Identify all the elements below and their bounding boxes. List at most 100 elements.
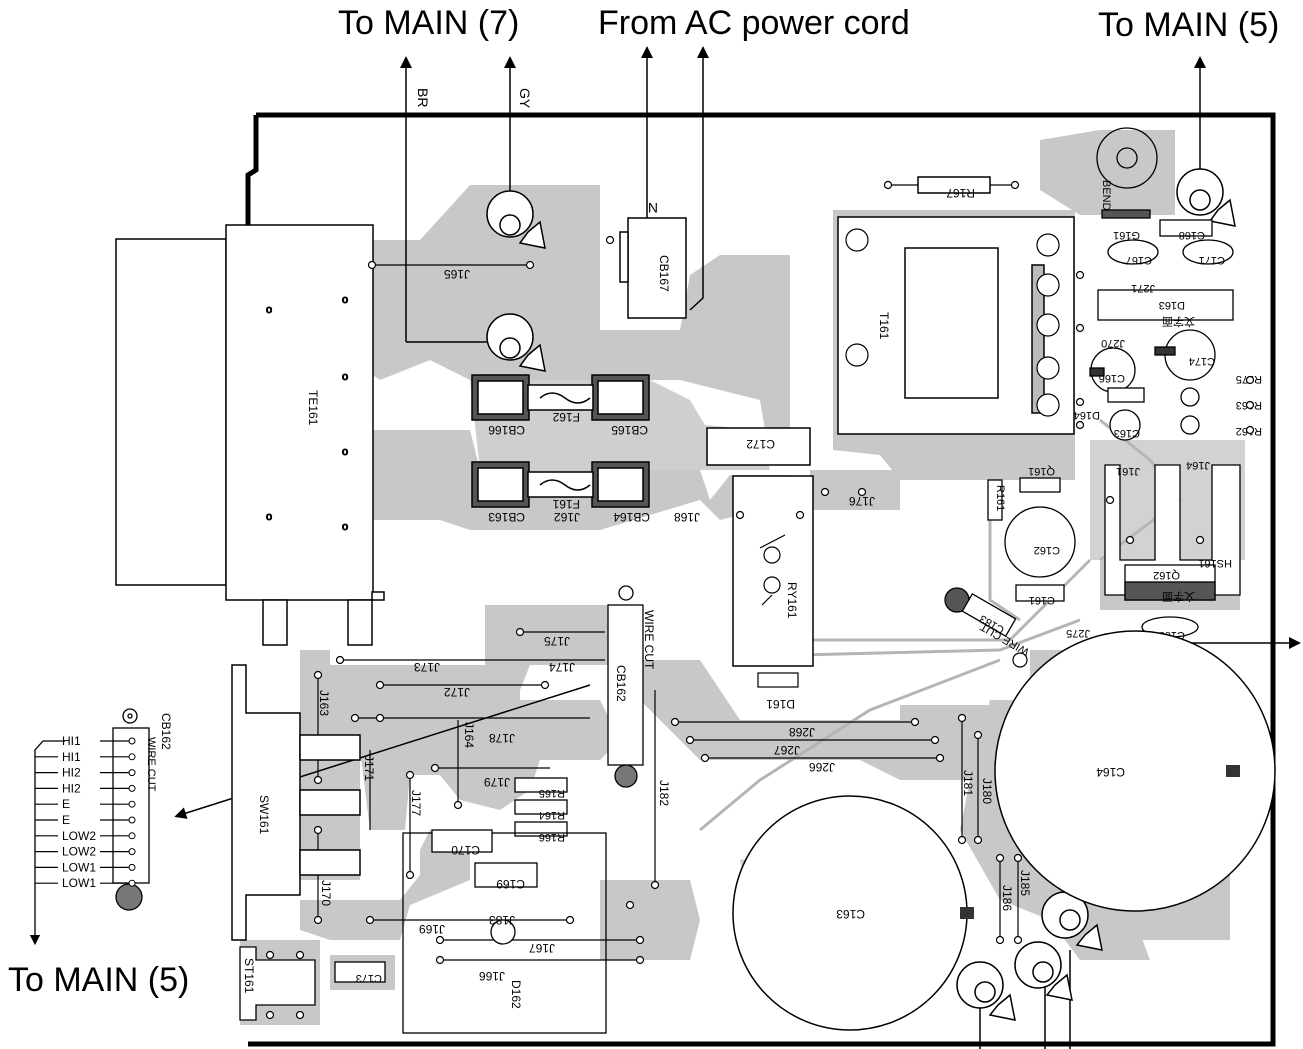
terminal-block-te161	[115, 224, 385, 646]
diode-d161	[757, 672, 799, 688]
label-c171: C171	[1199, 254, 1225, 266]
label-j176: J176	[849, 494, 875, 508]
label-j172: J172	[444, 685, 470, 699]
thermal-st161	[239, 946, 386, 1021]
label-j167: J167	[529, 941, 555, 955]
pad-mark: o	[342, 446, 348, 458]
label-c166: C166	[1099, 372, 1125, 384]
cb162-pin-pad	[128, 769, 136, 777]
label-j177: J177	[409, 790, 423, 816]
label-c168: C168	[1179, 229, 1205, 241]
label-j166: J166	[479, 969, 505, 983]
label-j275: J275	[1066, 627, 1090, 639]
label-st161: ST161	[242, 958, 256, 994]
connector-cb162	[607, 585, 644, 788]
pad-mark: o	[342, 294, 348, 306]
board-outline	[245, 112, 1276, 1047]
label-r165: R165	[539, 787, 565, 799]
label-cb163: CB163	[488, 510, 525, 524]
label-j266: J266	[809, 760, 835, 774]
resistor-r167	[917, 176, 991, 194]
cb162-pin-label: HI2	[62, 766, 81, 780]
label-c173: C173	[356, 972, 382, 984]
cb162-pin-label: E	[62, 813, 70, 827]
label-j175: J175	[544, 634, 570, 648]
fuse-holders	[471, 374, 650, 508]
cb162-pin-pad	[128, 816, 136, 824]
cb162-pin-label: LOW2	[62, 829, 96, 843]
label-j163: J163	[317, 690, 331, 716]
label-sw161: SW161	[257, 795, 271, 835]
label-hs161: HS161	[1198, 557, 1232, 569]
cb162-pin-pad	[128, 737, 136, 745]
resistor-r161	[987, 479, 1003, 521]
label-j162: J162	[554, 510, 580, 524]
label-j185: J185	[1018, 870, 1032, 896]
label-c164: C164	[1096, 765, 1125, 779]
capacitor-c183	[961, 592, 1017, 638]
label-wire-cut2: WIRE CUT	[642, 610, 656, 670]
ring-terminals	[486, 168, 1224, 1009]
label-j171: J171	[362, 755, 376, 781]
label-c167: C167	[1126, 254, 1152, 266]
label-j174: J174	[549, 660, 575, 674]
label-f162: F162	[552, 410, 580, 424]
label-j270: J270	[1101, 337, 1125, 349]
cb162-pin-pad	[128, 753, 136, 761]
label-moji2: 文字面	[1162, 590, 1195, 604]
cb162-pin-label: E	[62, 797, 70, 811]
cb162-pin-label: LOW1	[62, 876, 96, 890]
label-c172: C172	[746, 437, 775, 451]
label-c169: C169	[496, 877, 525, 891]
small-caps-top-right	[1097, 219, 1234, 321]
transformer-t161	[837, 216, 1075, 435]
label-d162: D162	[509, 980, 523, 1009]
ring-arrows	[518, 198, 1236, 1021]
callout-from-ac-power-cord: From AC power cord	[598, 4, 910, 42]
c163-polarity	[960, 907, 974, 919]
pads	[265, 180, 1255, 1020]
label-d163: D163	[1159, 299, 1185, 311]
capacitor-c172	[706, 427, 811, 466]
capacitor-c164	[994, 630, 1276, 912]
wire-label-br: BR	[415, 88, 431, 107]
label-cb162v: CB162	[614, 665, 628, 702]
label-j183: J183	[489, 913, 515, 927]
label-cb167: CB167	[657, 255, 671, 292]
label-r164: R164	[539, 809, 565, 821]
label-d161: D161	[766, 697, 795, 711]
callout-to-main-5-left: To MAIN (5)	[8, 961, 190, 999]
cb162-pin-pad	[128, 879, 136, 887]
pad-mark: o	[266, 304, 272, 316]
cb162-pin-label: LOW1	[62, 860, 96, 874]
wire-label-gy: GY	[517, 88, 533, 109]
label-q161: Q161	[1028, 465, 1055, 477]
resistor-block	[402, 777, 607, 1034]
label-c161: C161	[1029, 594, 1055, 606]
label-moji1: 文字面	[1162, 315, 1195, 329]
relay-ry161	[732, 475, 814, 667]
cb162-pin-pad	[128, 800, 136, 808]
label-j268: J268	[789, 725, 815, 739]
bend-component	[1096, 127, 1158, 219]
label-j169: J169	[419, 922, 445, 936]
label-j181: J181	[961, 770, 975, 796]
label-c163s: C163	[1114, 427, 1140, 439]
label-c163: C163	[836, 907, 865, 921]
label-d164: D164	[1074, 409, 1100, 421]
switch-sw161	[231, 664, 361, 941]
cb162-pin-label: HI1	[62, 734, 81, 748]
label-c174: C174	[1189, 355, 1215, 367]
label-cb162-sub: WIRE CUT	[145, 737, 157, 792]
label-j180: J180	[980, 778, 994, 804]
label-r167: R167	[946, 186, 975, 200]
pad-mark: o	[342, 521, 348, 533]
label-j271: J271	[1131, 282, 1155, 294]
label-cb164: CB164	[613, 510, 650, 524]
label-j178: J178	[489, 731, 515, 745]
label-j164v: J164	[462, 722, 476, 748]
pad-mark: o	[342, 371, 348, 383]
cb162-pin-pad	[128, 848, 136, 856]
